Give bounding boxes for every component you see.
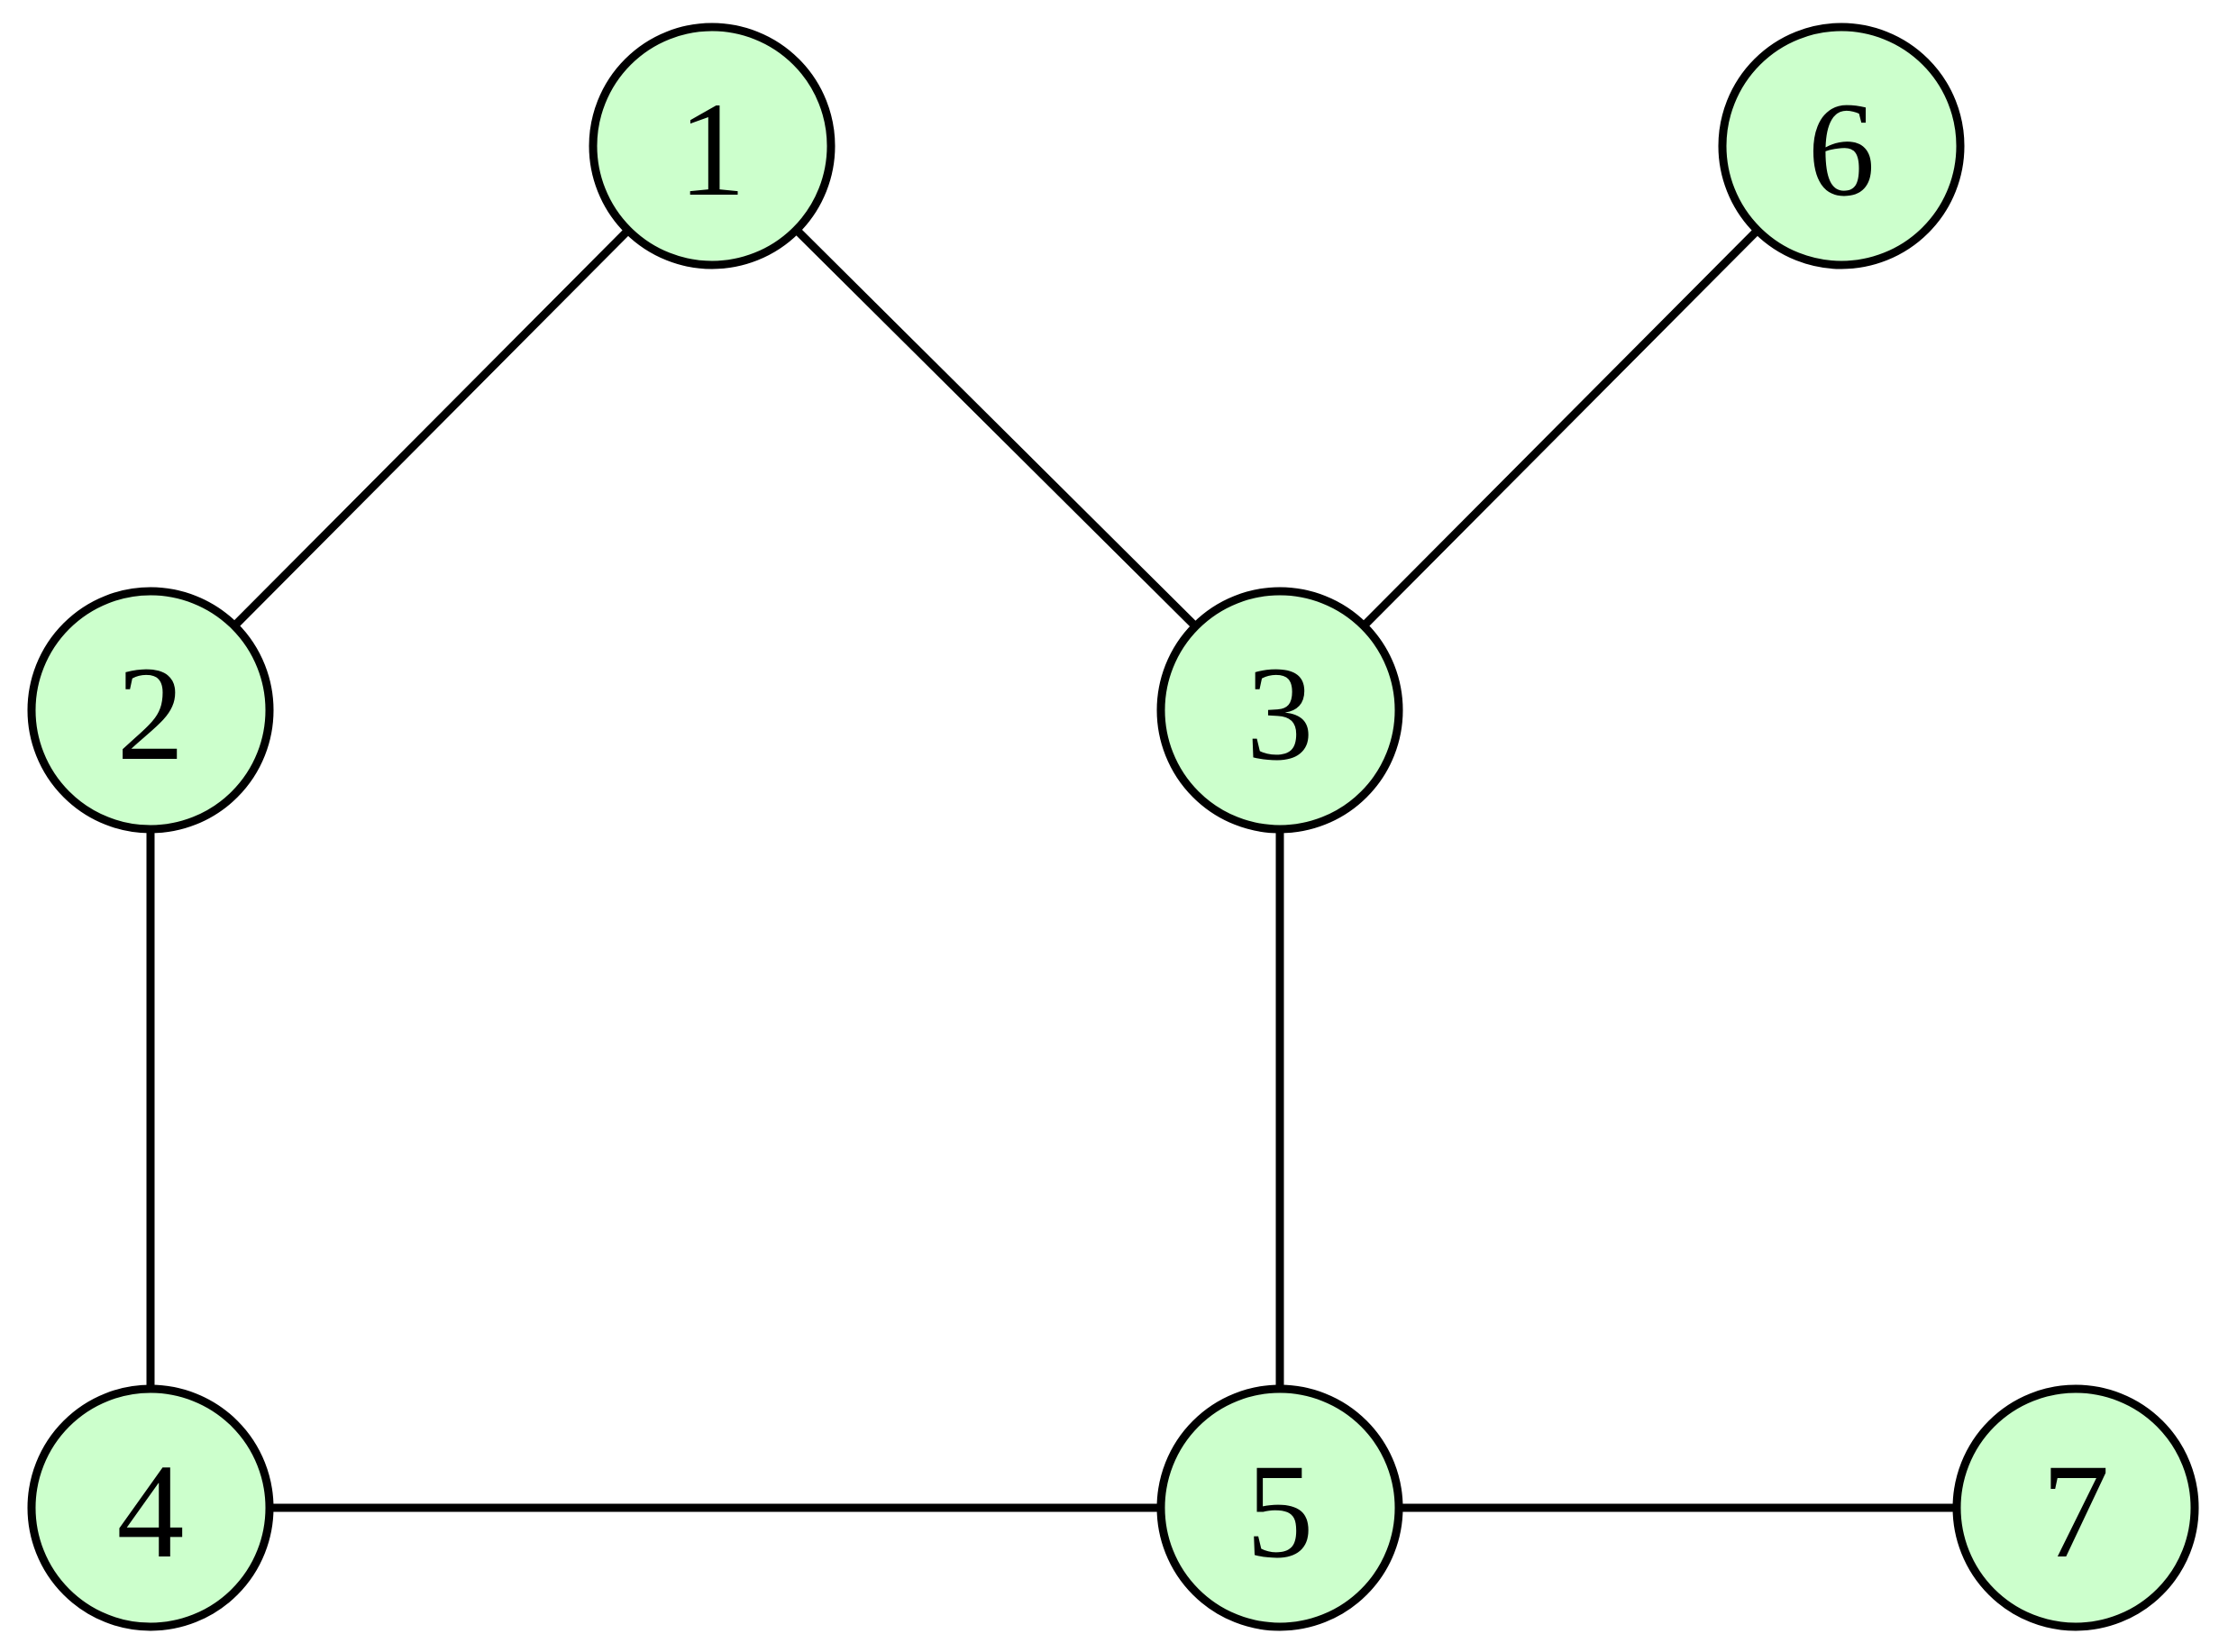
node-label-3: 3 [1246, 639, 1314, 789]
graph-edge-3-6 [1360, 227, 1761, 629]
node-label-7: 7 [2042, 1437, 2110, 1586]
graph-node-4[interactable]: 4 [27, 1384, 274, 1631]
node-circle-4[interactable] [27, 1384, 274, 1631]
node-label-2: 2 [117, 639, 185, 789]
graph-edge-1-3 [793, 226, 1199, 630]
node-circle-5[interactable] [1156, 1384, 1403, 1631]
graph-node-1[interactable]: 1 [589, 23, 836, 269]
node-circle-6[interactable] [1718, 23, 1965, 269]
node-label-5: 5 [1246, 1437, 1314, 1586]
graph-node-5[interactable]: 5 [1156, 1384, 1403, 1631]
edges-layer [146, 226, 1957, 1512]
node-label-1: 1 [679, 75, 746, 224]
graph-node-7[interactable]: 7 [1952, 1384, 2199, 1631]
graph-node-6[interactable]: 6 [1718, 23, 1965, 269]
node-circle-2[interactable] [27, 587, 274, 834]
graph-node-3[interactable]: 3 [1156, 587, 1403, 834]
graph-edge-1-2 [231, 227, 632, 629]
node-circle-1[interactable] [589, 23, 836, 269]
node-label-6: 6 [1808, 75, 1876, 224]
node-label-4: 4 [117, 1437, 185, 1586]
graph-node-2[interactable]: 2 [27, 587, 274, 834]
node-circle-3[interactable] [1156, 587, 1403, 834]
node-circle-7[interactable] [1952, 1384, 2199, 1631]
nodes-layer: 1 2 3 4 5 6 7 [27, 23, 2199, 1631]
